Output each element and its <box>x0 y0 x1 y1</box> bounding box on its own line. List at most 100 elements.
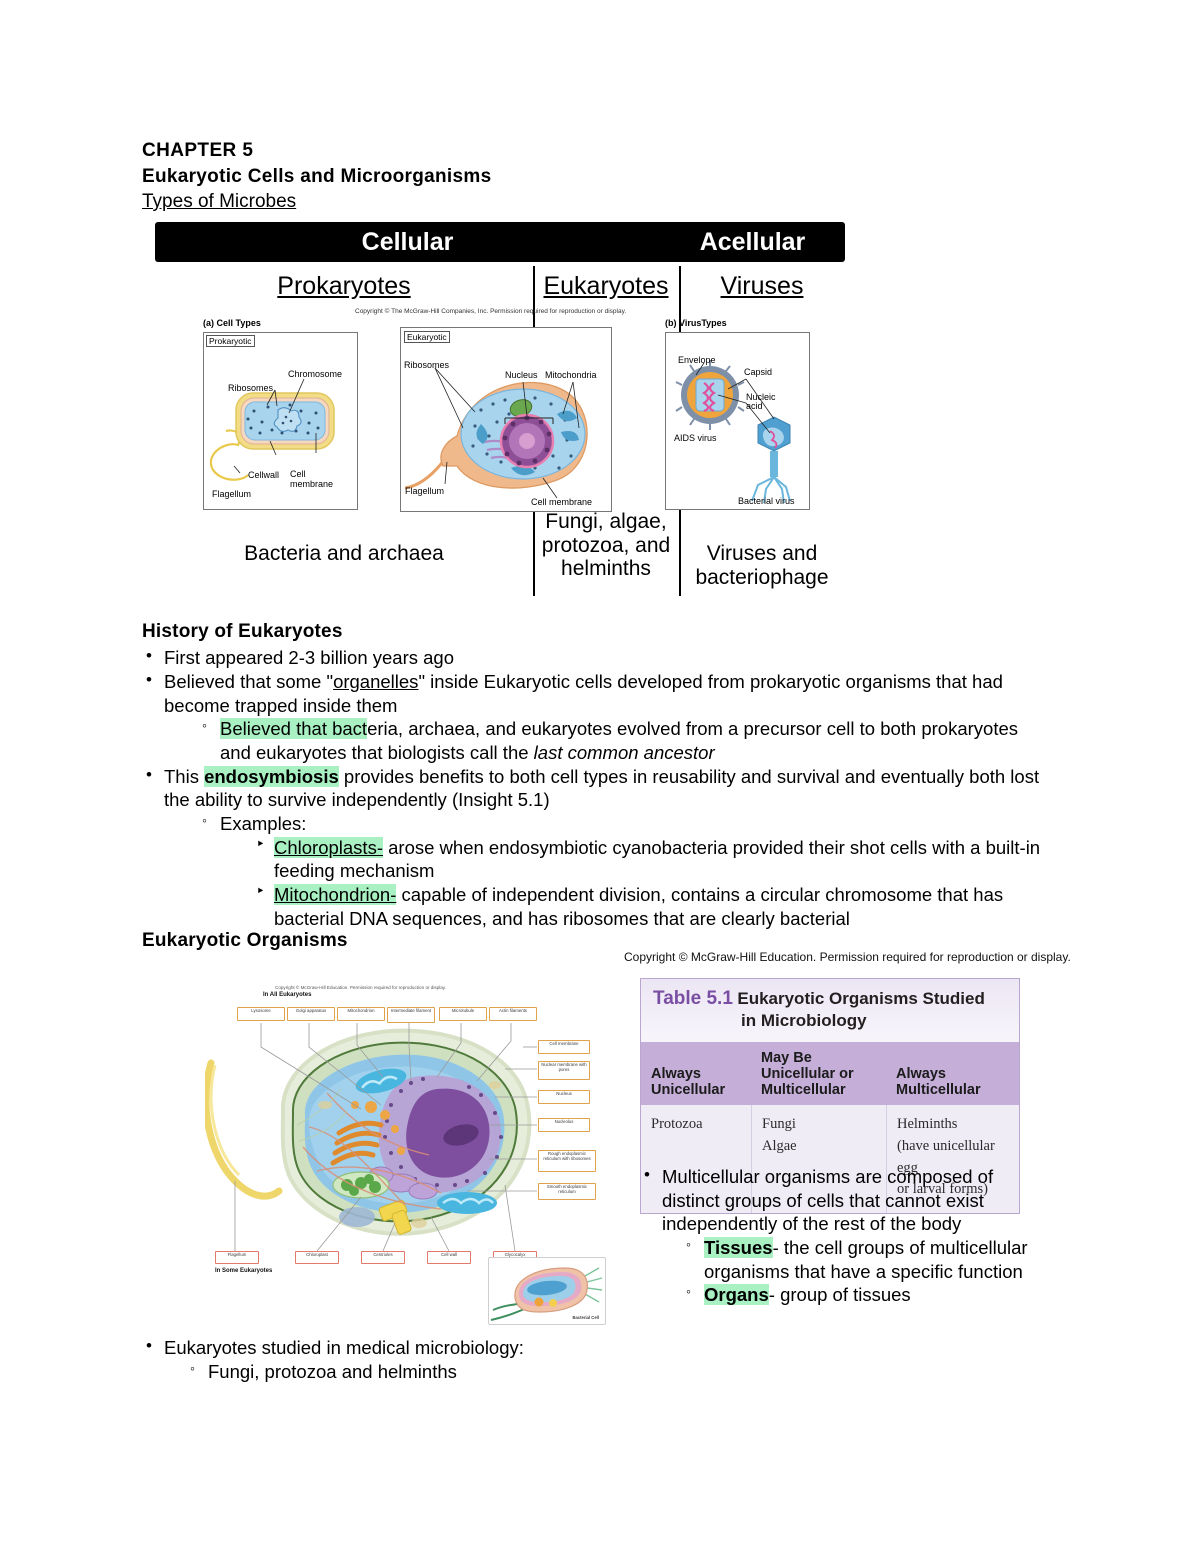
microbe-figure-copyright: Copyright © The McGraw-Hill Companies, I… <box>355 308 627 315</box>
eukaryotic-cell-figure: Copyright © McGraw-Hill Education. Permi… <box>205 985 615 1345</box>
mitochondrion-term: Mitochondrion- <box>274 884 397 906</box>
tag-eukaryotic: Eukaryotic <box>404 331 450 343</box>
prokaryote-panel: Prokaryotic Chromosome Ribosomes Cellwal… <box>203 332 358 510</box>
table-copyright: Copyright © McGraw-Hill Education. Permi… <box>624 950 1071 964</box>
table-cell-protozoa: Protozoa <box>651 1116 703 1132</box>
bacterial-cell-illustration <box>490 1267 603 1321</box>
tissues-text: - the cell groups of multicellular organ… <box>704 1237 1028 1282</box>
subbullet-examples: Examples: Chloroplasts- arose when endos… <box>202 812 1042 930</box>
examples-label: Examples: <box>220 813 307 835</box>
page-title: Eukaryotic Cells and Microorganisms <box>142 166 492 187</box>
group-label-in-some-eukaryotes: In Some Eukaryotes <box>215 1268 273 1274</box>
chloroplasts-text: arose when endosymbiotic cyanobacteria p… <box>274 836 1041 882</box>
organs-term: Organs <box>704 1284 769 1306</box>
chloroplasts-term: Chloroplasts- <box>274 836 383 858</box>
eukaryotes-studied-text: Eukaryotes studied in medical microbiolo… <box>164 1337 524 1358</box>
section-subtitle: Types of Microbes <box>142 191 297 212</box>
mitochondrion-text: capable of independent division, contain… <box>274 884 1004 929</box>
eukaryote-panel: Eukaryotic Ribosomes Nucleus Mitochondri… <box>400 327 612 512</box>
precursor-rest: eria, archaea, and eukaryotes evolved fr… <box>220 718 1019 763</box>
prokaryote-cell-illustration <box>209 378 335 481</box>
table-number: Table 5.1 <box>653 988 733 1009</box>
table-cell-fungi-algae: Fungi Algae <box>751 1105 886 1213</box>
caption-bacteria-archaea: Bacteria and archaea <box>244 542 444 565</box>
label-flagellum: Flagellum <box>212 489 252 499</box>
cell-label-nucleolus: Nucleolus <box>538 1118 590 1132</box>
precursor-highlight: Believed that bact <box>220 718 368 740</box>
label-euk-flagellum: Flagellum <box>405 486 445 496</box>
table-title-line2: in Microbiology <box>741 1011 867 1030</box>
label-euk-nucleus: Nucleus <box>505 370 538 380</box>
cell-label-nucleus: Nucleus <box>538 1090 590 1104</box>
cell-label-microtubule: Microtubule <box>439 1007 487 1021</box>
cell-label-rough-er: Rough endoplasmic reticulum with ribosom… <box>538 1150 596 1172</box>
microbe-category-bar: Cellular Acellular <box>155 222 845 262</box>
label-euk-mitochondria: Mitochondria <box>545 370 597 380</box>
cell-label-cell-wall: Cell wall <box>427 1251 471 1264</box>
cellular-label: Cellular <box>361 228 454 256</box>
cell-label-flagellum: Flagellum <box>215 1251 259 1264</box>
cell-label-smooth-er: Smooth endoplasmic reticulum <box>538 1183 596 1200</box>
bullet-first-appeared: First appeared 2-3 billion years ago <box>142 645 1042 670</box>
tissues-term: Tissues <box>704 1237 773 1259</box>
virus-panel: Envelope Capsid Nucleic acid AIDS virus … <box>665 332 810 510</box>
cell-label-chloroplast: Chloroplast <box>295 1251 339 1264</box>
subbullet-fungi-protozoa-helminths: Fungi, protozoa and helminths <box>190 1360 742 1384</box>
panel-label-virus-types: (b) VirusTypes <box>665 318 727 328</box>
label-chromosome: Chromosome <box>288 369 343 379</box>
cell-label-nuclear-membrane: Nuclear membrane with pores <box>538 1061 590 1080</box>
label-ribosomes: Ribosomes <box>228 383 274 393</box>
group-label-in-all-eukaryotes: In All Eukaryotes <box>263 992 312 998</box>
table-col-always-unicellular: Always Unicellular <box>651 1066 726 1098</box>
eukaryote-cell-illustration <box>404 367 588 499</box>
types-of-microbes-figure: Cellular Acellular Prokaryotes Eukaryote… <box>155 222 845 596</box>
bullet-endosymbiosis: This endosymbiosis provides benefits to … <box>142 764 1042 931</box>
table-5-1: Table 5.1 Eukaryotic Organisms Studied i… <box>640 978 1020 1214</box>
cell-label-centrioles: Centrioles <box>361 1251 405 1264</box>
organelles-prefix: Believed that some " <box>164 670 334 692</box>
subbullet-tissues: Tissues- the cell groups of multicellula… <box>686 1236 1040 1283</box>
final-bullets-block: Eukaryotes studied in medical microbiolo… <box>142 1335 742 1384</box>
table-column-headers: Always Unicellular May Be Unicellular or… <box>641 1042 1019 1105</box>
endosymbiosis-term: endosymbiosis <box>204 765 339 787</box>
example-mitochondrion: Mitochondrion- capable of independent di… <box>256 882 1042 930</box>
example-chloroplasts: Chloroplasts- arose when endosymbiotic c… <box>256 835 1042 883</box>
label-euk-cell-membrane: Cell membrane <box>531 497 593 507</box>
tag-prokaryotic: Prokaryotic <box>206 335 255 347</box>
label-capsid: Capsid <box>744 367 773 377</box>
column-title-prokaryotes: Prokaryotes <box>277 272 411 300</box>
table-col-may-be: May Be Unicellular or Multicellular <box>761 1050 854 1098</box>
section-eukaryotic-organisms: Eukaryotic Organisms <box>142 930 348 951</box>
history-of-eukaryotes-block: History of Eukaryotes First appeared 2-3… <box>142 620 1042 930</box>
label-cellwall: Cellwall <box>248 470 280 480</box>
cell-label-golgi-apparatus: Golgi apparatus <box>287 1007 335 1021</box>
animal-cell-illustration <box>205 1023 537 1252</box>
endosymbiosis-prefix: This <box>164 765 205 787</box>
organelles-keyword: organelles <box>333 670 419 692</box>
label-aids-virus: AIDS virus <box>674 433 717 443</box>
last-common-ancestor-term: last common ancestor <box>533 742 715 763</box>
subbullet-organs: Organs- group of tissues <box>686 1283 1040 1307</box>
caption-fungi-algae-protozoa: Fungi, algae, protozoa, and helminths <box>541 510 671 581</box>
cell-label-actin-filaments: Actin filaments <box>489 1007 537 1021</box>
cell-figure-copyright: Copyright © McGraw-Hill Education. Permi… <box>275 985 447 990</box>
acellular-label: Acellular <box>699 228 806 256</box>
panel-label-cell-types: (a) Cell Types <box>203 318 261 328</box>
subbullet-precursor-cell: Believed that bacteria, archaea, and euk… <box>202 717 1042 764</box>
fungi-protozoa-helminths-text: Fungi, protozoa and helminths <box>208 1360 457 1382</box>
bullet-first-appeared-text: First appeared 2-3 billion years ago <box>164 647 454 669</box>
table-header: Table 5.1 Eukaryotic Organisms Studied i… <box>641 979 1019 1042</box>
bullet-eukaryotes-studied: Eukaryotes studied in medical microbiolo… <box>142 1335 742 1384</box>
chapter-label: CHAPTER 5 <box>142 140 254 161</box>
cell-label-intermediate-filament: Intermediate filament <box>387 1007 435 1023</box>
label-bacterial-virus: Bacterial virus <box>738 496 795 506</box>
caption-viruses-bacteriophage: Viruses and bacteriophage <box>695 542 829 589</box>
multicellular-text: Multicellular organisms are composed of … <box>662 1166 994 1235</box>
organelles-suffix: " inside Eukaryotic cells developed from… <box>164 670 1003 716</box>
bacterial-cell-caption: Bacterial Cell <box>572 1315 599 1320</box>
bullet-organelles: Believed that some "organelles" inside E… <box>142 669 1042 765</box>
cell-label-mitochondrion: Mitochondrion <box>337 1007 385 1021</box>
label-euk-ribosomes: Ribosomes <box>404 360 450 370</box>
endosymbiosis-suffix: provides benefits to both cell types in … <box>164 765 1040 811</box>
